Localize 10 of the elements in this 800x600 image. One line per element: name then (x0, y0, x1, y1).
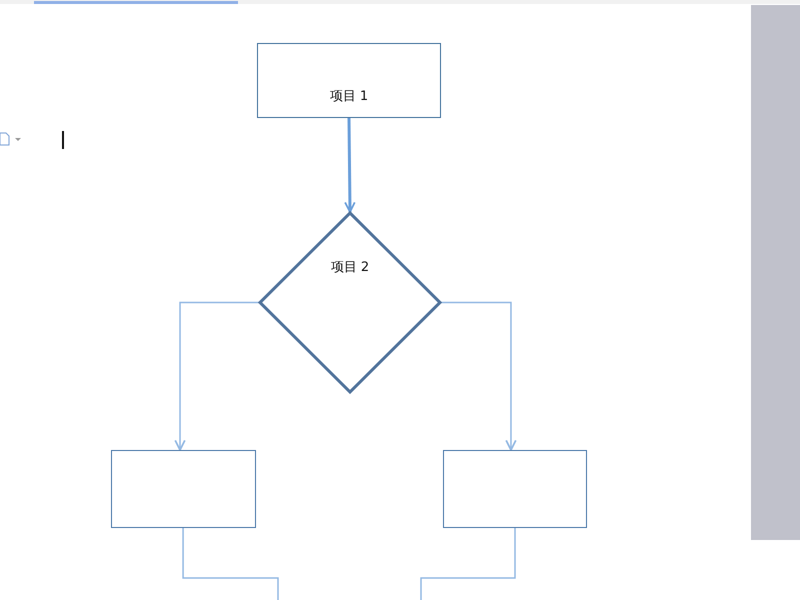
process-box (111, 450, 256, 528)
arrow (441, 302, 517, 451)
process-box (443, 450, 587, 528)
diamond-label: 项目 2 (330, 260, 370, 276)
arrow (174, 302, 259, 451)
arrow (344, 118, 356, 213)
process-box (257, 43, 441, 118)
connector-line (182, 528, 279, 600)
connector-line (420, 528, 516, 600)
box-label: 项目 1 (330, 89, 368, 105)
